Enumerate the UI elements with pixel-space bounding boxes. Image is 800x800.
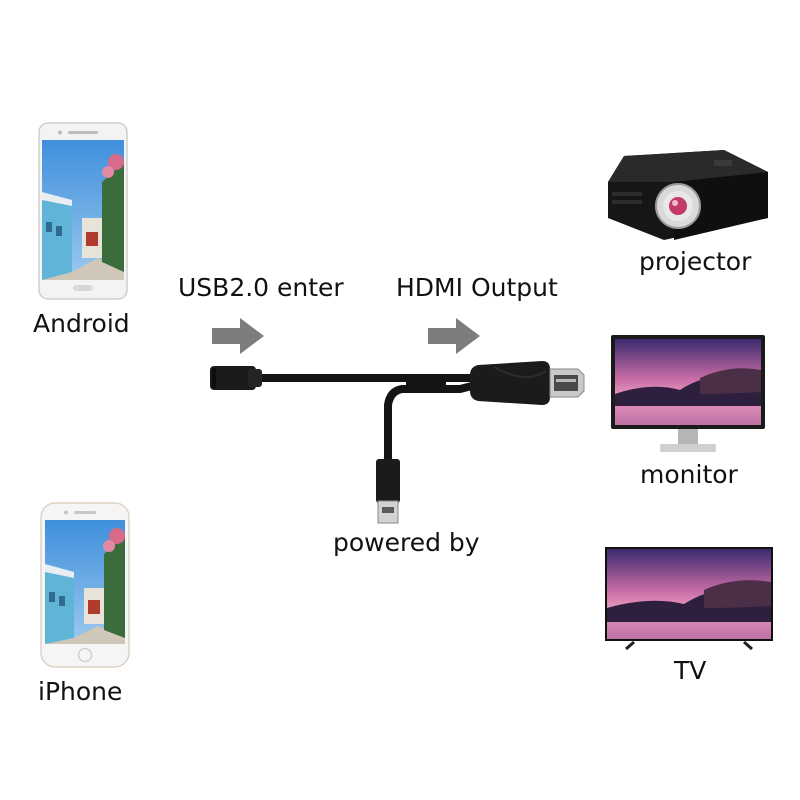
projector-device — [604, 148, 772, 244]
android-phone — [38, 122, 128, 300]
iphone-label: iPhone — [38, 677, 123, 706]
tv-icon — [605, 547, 773, 650]
android-phone-icon — [38, 122, 128, 300]
projector-icon — [608, 150, 768, 240]
usb-input-label: USB2.0 enter — [178, 273, 344, 302]
arrow-right-icon — [212, 318, 264, 354]
android-label: Android — [33, 309, 130, 338]
projector-label: projector — [639, 247, 752, 276]
arrow-right-icon — [428, 318, 480, 354]
usb-input-arrow — [212, 318, 264, 354]
iphone-device — [40, 502, 130, 668]
adapter-cable — [206, 355, 594, 525]
monitor-icon — [611, 335, 765, 452]
monitor-label: monitor — [640, 460, 738, 489]
hdmi-output-arrow — [428, 318, 480, 354]
tv-device — [604, 546, 774, 650]
power-label: powered by — [333, 528, 480, 557]
hdmi-adapter-cable-icon — [210, 361, 585, 524]
monitor-device — [610, 334, 766, 458]
hdmi-output-label: HDMI Output — [396, 273, 558, 302]
iphone-icon — [40, 502, 130, 668]
tv-label: TV — [674, 656, 707, 685]
